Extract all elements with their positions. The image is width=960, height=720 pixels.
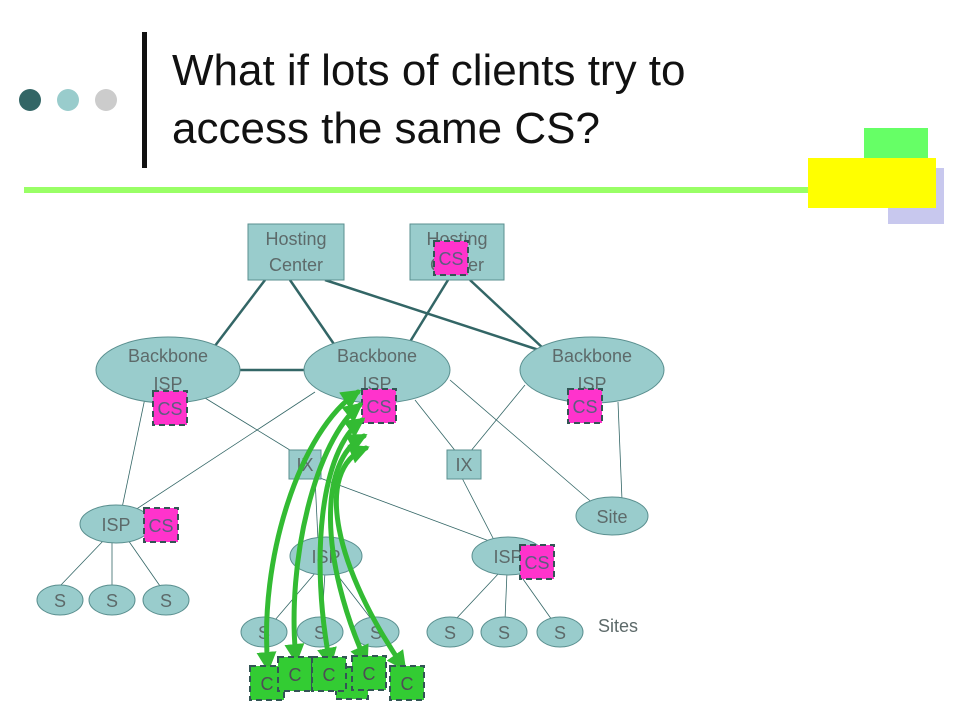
ix-box <box>446 449 482 480</box>
title-divider <box>142 32 147 168</box>
cs-label: CS <box>157 399 182 419</box>
cs-label: CS <box>438 249 463 269</box>
clients: C C C C C <box>249 655 425 701</box>
hosting-center-label-line1: Hosting <box>265 229 326 249</box>
s-node <box>536 616 584 648</box>
s-node-label: S <box>54 591 66 611</box>
s-node <box>480 616 528 648</box>
cs-label: CS <box>366 397 391 417</box>
bullet-dot-light <box>95 89 117 111</box>
backbone-isp-3: Backbone ISP <box>519 336 665 404</box>
client-3: C <box>311 656 347 692</box>
isp-label: ISP <box>101 515 130 535</box>
cs-box-hosting: CS <box>433 240 469 276</box>
site-node: Site <box>575 496 649 536</box>
cs-box <box>433 240 469 276</box>
backbone-label-line1: Backbone <box>337 346 417 366</box>
sites-label: Sites <box>598 616 638 636</box>
client-label: C <box>289 665 302 685</box>
cs-label: CS <box>572 397 597 417</box>
client-label: C <box>261 674 274 694</box>
bullet-dot-mid <box>57 89 79 111</box>
sites-row-3: S S S <box>426 616 584 648</box>
cs-box-backbone-3: CS <box>567 388 603 424</box>
s-node <box>36 584 84 616</box>
accent-square-yellow <box>808 158 936 208</box>
client-label: C <box>323 665 336 685</box>
ix-label: IX <box>455 455 472 475</box>
hosting-center-box <box>247 223 345 281</box>
bullet-dot-dark <box>19 89 41 111</box>
backbone-label-line1: Backbone <box>128 346 208 366</box>
request-arrow <box>333 444 407 672</box>
cs-label: CS <box>524 553 549 573</box>
cs-servers: CS CS CS CS CS CS <box>143 240 603 580</box>
hosting-center-1: Hosting Center <box>247 223 345 281</box>
cs-box <box>152 390 188 426</box>
cs-label: CS <box>148 516 173 536</box>
hosting-center-label-line2: Center <box>269 255 323 275</box>
backbone-label-line2: ISP <box>153 374 182 394</box>
sites-row-1: S S S <box>36 584 190 616</box>
s-node <box>142 584 190 616</box>
s-node-label: S <box>106 591 118 611</box>
accent-bar <box>24 187 824 193</box>
s-node-label: S <box>498 623 510 643</box>
s-node-label: S <box>444 623 456 643</box>
s-node-label: S <box>554 623 566 643</box>
client-5: C <box>389 665 425 701</box>
cs-box <box>361 388 397 424</box>
s-node <box>426 616 474 648</box>
site-ellipse <box>575 496 649 536</box>
backbone-links <box>207 278 546 372</box>
backbone-isp-1: Backbone ISP <box>95 336 241 404</box>
client-request-arrows <box>256 389 407 672</box>
title-line-2: access the same CS? <box>172 104 600 153</box>
cs-box-backbone-1: CS <box>152 390 188 426</box>
client-box <box>351 655 387 691</box>
cs-box <box>519 544 555 580</box>
client-box <box>311 656 347 692</box>
cs-box <box>143 507 179 543</box>
s-node <box>88 584 136 616</box>
cs-box-backbone-2: CS <box>361 388 397 424</box>
isp-label: ISP <box>493 547 522 567</box>
ix-2: IX <box>446 449 482 480</box>
cs-box-isp-1: CS <box>143 507 179 543</box>
slide-title: What if lots of clients try to access th… <box>172 42 852 158</box>
client-label: C <box>401 674 414 694</box>
client-box <box>389 665 425 701</box>
header-decoration <box>19 32 944 224</box>
site-label: Site <box>596 507 627 527</box>
s-node-label: S <box>160 591 172 611</box>
backbone-label-line1: Backbone <box>552 346 632 366</box>
cs-box <box>567 388 603 424</box>
cs-box-isp-3: CS <box>519 544 555 580</box>
client-2: C <box>277 656 313 692</box>
isp-1: ISP <box>79 504 153 544</box>
client-4: C <box>351 655 387 691</box>
client-label: C <box>363 664 376 684</box>
title-line-1: What if lots of clients try to <box>172 46 686 95</box>
